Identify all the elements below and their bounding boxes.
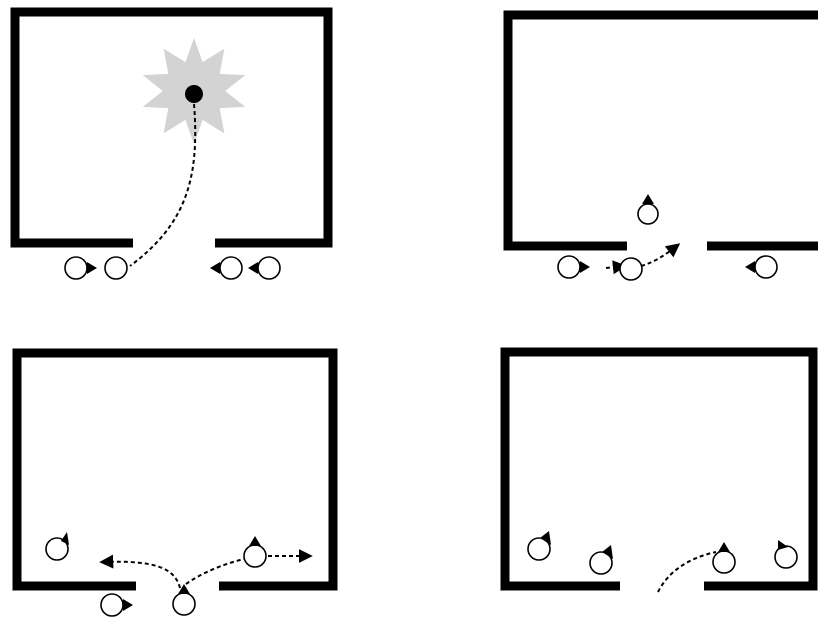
agent [100,593,133,617]
room-wall [10,7,333,248]
path-trail [185,557,249,585]
agent [45,532,69,561]
path-trail [657,551,717,593]
path-trail [640,243,681,267]
agent [527,531,551,561]
agent [210,256,243,280]
panel-top-left [10,7,333,280]
agent [619,257,643,281]
agent [774,540,798,569]
agent [557,255,590,279]
path-trail [129,103,197,267]
agent [589,545,613,575]
burst-core [185,85,203,103]
path-trail [99,554,181,589]
agent [248,256,281,280]
agent [172,584,196,616]
panel-bottom-left [12,348,338,617]
room-wall [12,348,338,591]
agent [243,536,267,568]
agent [64,256,97,280]
panel-bottom-right [500,347,818,593]
panel-top-right [503,10,818,281]
agent [637,194,659,225]
agent [745,255,778,279]
agent [104,256,128,280]
agent [712,542,736,574]
room-wall [503,10,818,251]
room-wall [500,347,818,591]
hazard-burst [142,38,246,144]
